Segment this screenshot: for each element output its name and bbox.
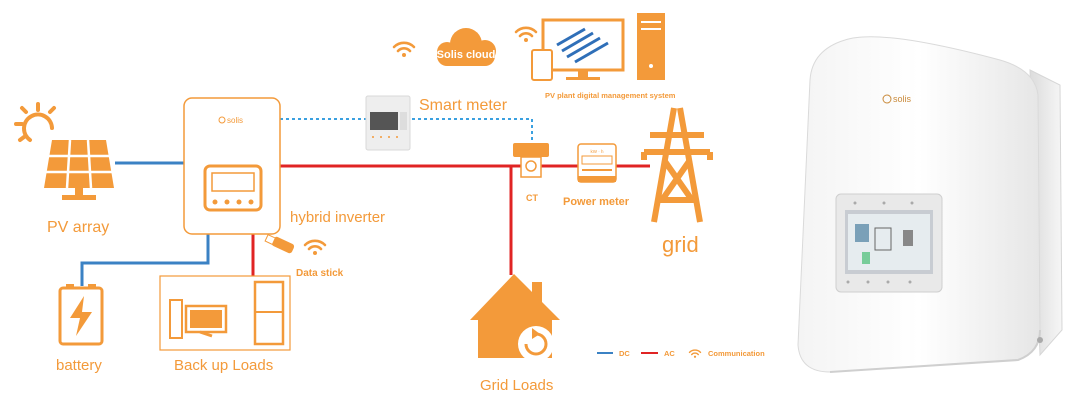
legend: DC AC Communication xyxy=(597,349,765,359)
grid-label: grid xyxy=(662,232,699,257)
solar-panel-icon xyxy=(44,139,114,200)
data-stick-label: Data stick xyxy=(296,268,344,279)
grid-loads-label: Grid Loads xyxy=(480,377,553,394)
ct-icon xyxy=(513,143,549,178)
legend-wifi-icon xyxy=(688,349,702,359)
pv-array-label: PV array xyxy=(47,219,109,236)
legend-ac-label: AC xyxy=(664,349,675,358)
hybrid-inverter-label: hybrid inverter xyxy=(290,209,385,226)
dc-wires xyxy=(80,161,210,286)
backup-loads-icon xyxy=(159,275,291,351)
power-meter-unit: kW · h xyxy=(591,149,604,154)
solis-cloud-label: Solis cloud xyxy=(437,49,496,61)
power-meter-icon xyxy=(577,143,617,183)
power-meter-label: Power meter xyxy=(563,196,630,208)
battery-icon xyxy=(58,284,104,346)
wifi-icon xyxy=(303,239,327,257)
smart-meter-label: Smart meter xyxy=(419,97,508,114)
monitor-icon xyxy=(531,13,665,81)
hybrid-inverter-icon xyxy=(183,97,281,235)
inverter-logo: solis xyxy=(227,116,243,125)
sun-icon xyxy=(14,102,56,142)
wifi-icon xyxy=(392,41,416,59)
wifi-icon xyxy=(514,26,538,44)
communication-wire xyxy=(280,118,533,145)
ct-label: CT xyxy=(526,193,538,203)
grid-loads-house-icon xyxy=(470,274,560,362)
pv-plant-system-label: PV plant digital management system xyxy=(545,91,676,100)
product-logo: solis xyxy=(893,94,912,104)
inverter-product-image xyxy=(797,36,1063,373)
cloud-icon xyxy=(437,28,496,66)
smart-meter-icon xyxy=(365,95,411,151)
legend-dc-label: DC xyxy=(619,349,630,358)
grid-tower-icon xyxy=(641,107,713,223)
backup-loads-label: Back up Loads xyxy=(174,357,273,374)
battery-label: battery xyxy=(56,357,102,374)
legend-communication-label: Communication xyxy=(708,349,765,358)
data-stick-icon xyxy=(264,234,295,254)
